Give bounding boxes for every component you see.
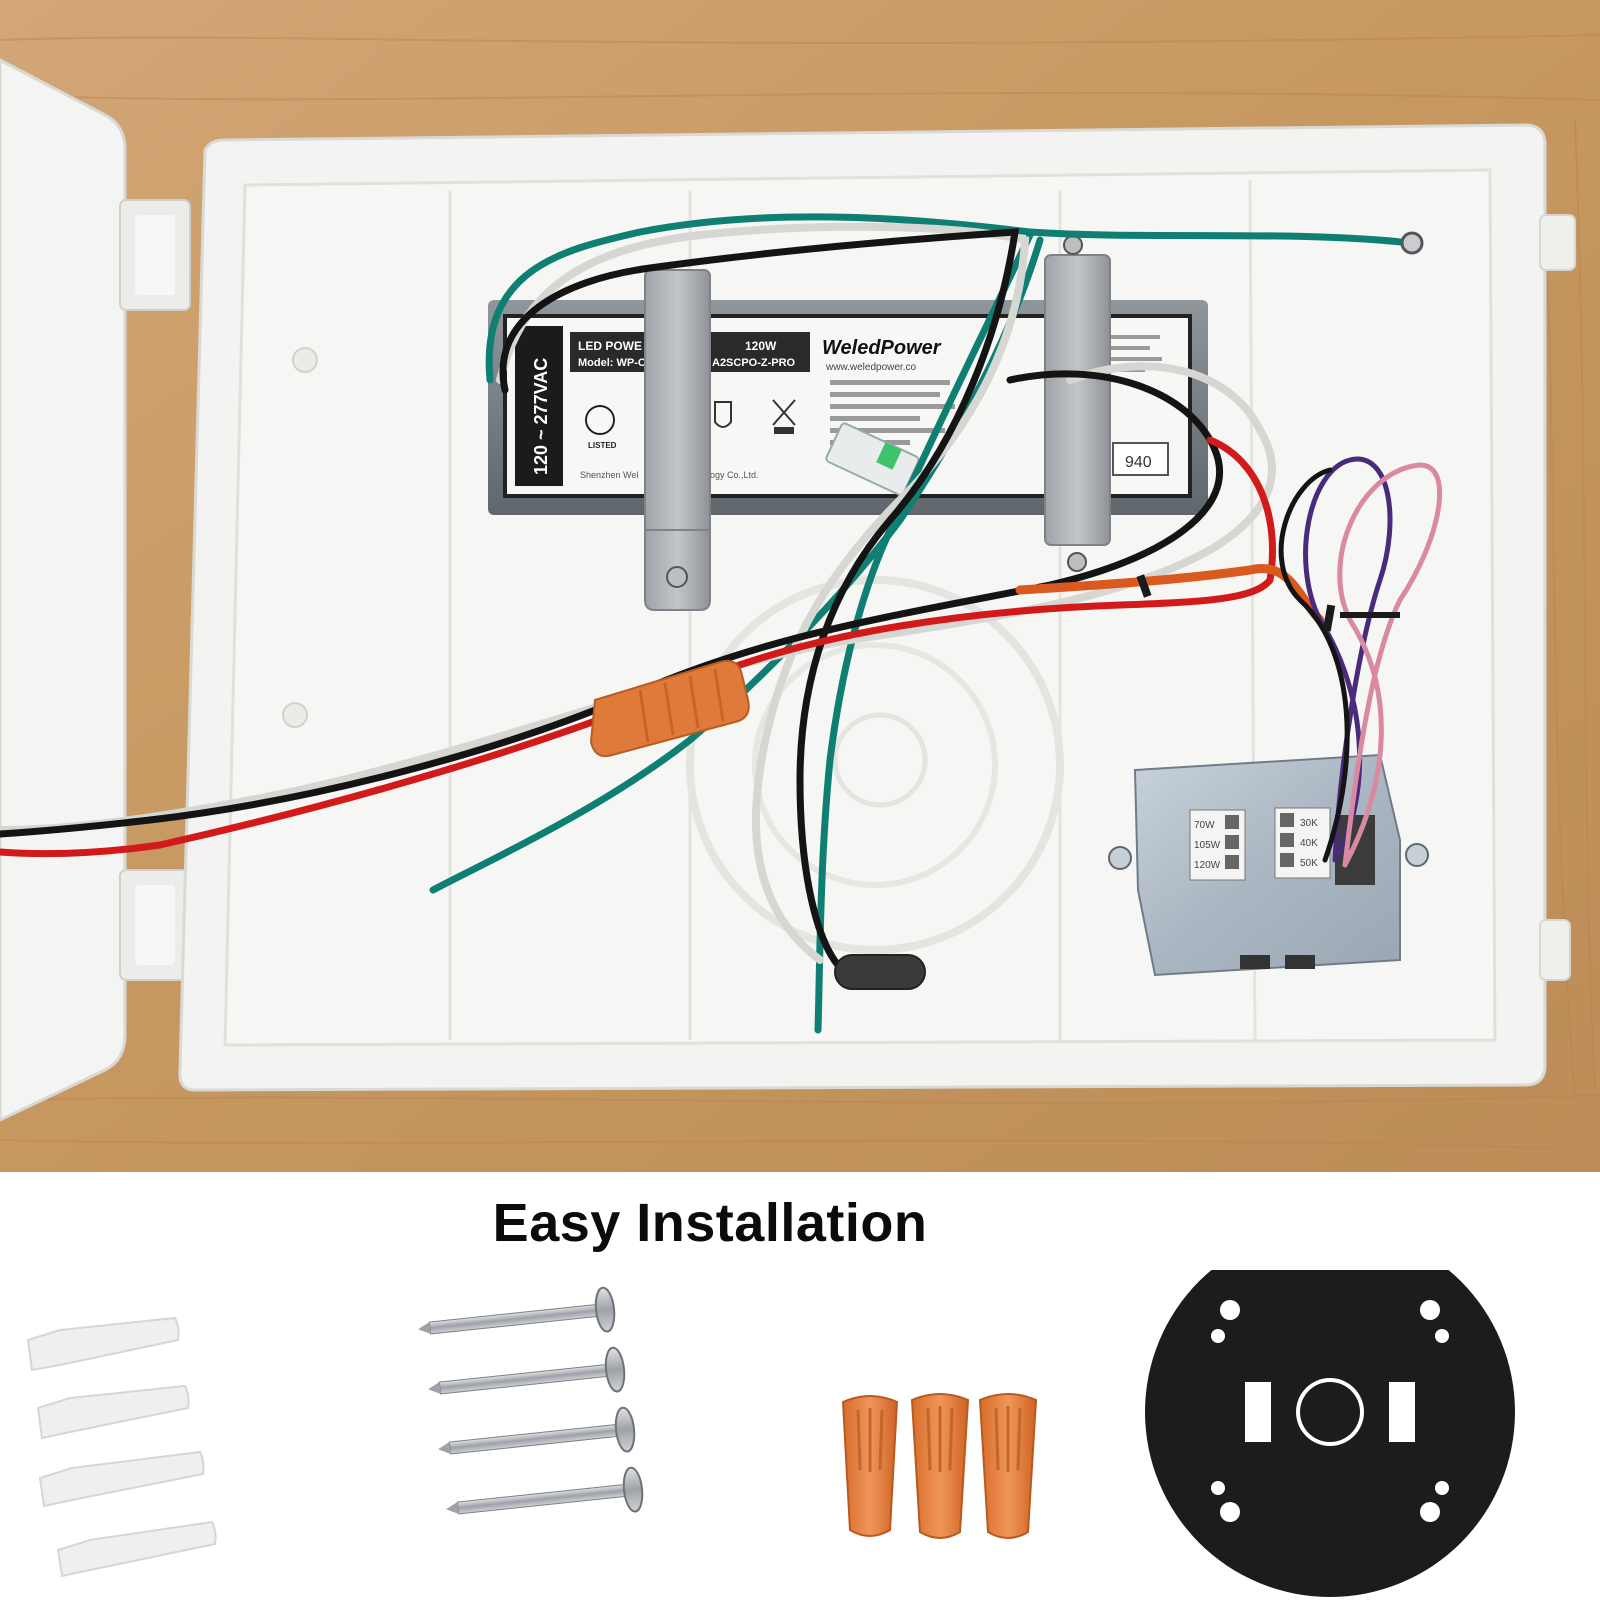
driver-title: LED POWE xyxy=(578,339,642,353)
wood-grain xyxy=(0,34,1600,1151)
section-heading: Easy Installation xyxy=(492,1193,928,1253)
driver-title-tail: 120W xyxy=(745,339,777,353)
cct-setting-50k: 50K xyxy=(1300,858,1318,869)
wire-nut xyxy=(910,1393,970,1539)
driver-model-tail: A2SCPO-Z-PRO xyxy=(712,357,796,369)
ground-ring-terminal xyxy=(1400,231,1424,255)
cct-setting-40k: 40K xyxy=(1300,838,1318,849)
screw xyxy=(428,1346,626,1395)
mounting-gasket xyxy=(1145,1270,1515,1597)
mounting-bracket-right xyxy=(1044,235,1111,572)
driver-voltage: 120 ~ 277VAC xyxy=(531,358,551,475)
driver-website: www.weledpower.co xyxy=(825,362,916,373)
wire-nut xyxy=(978,1393,1038,1539)
screw xyxy=(446,1466,644,1515)
mounting-bracket-left xyxy=(644,269,711,611)
wall-anchor xyxy=(26,1316,180,1372)
wall-anchor xyxy=(38,1450,205,1508)
screws xyxy=(418,1286,644,1515)
driver-code: 940 xyxy=(1125,454,1152,471)
accessories-row xyxy=(26,1270,1515,1597)
cct-setting-30k: 30K xyxy=(1300,818,1318,829)
driver-manufacturer-tail: nology Co.,Ltd. xyxy=(698,470,759,480)
wall-anchor xyxy=(36,1384,190,1440)
driver-manufacturer: Shenzhen Wel xyxy=(580,470,638,480)
wall-anchors xyxy=(26,1316,217,1578)
selector-switch-box: 70W 105W 120W 30K 40K 50K xyxy=(1108,753,1429,977)
wire-nut-installed xyxy=(589,659,750,758)
product-photo: 120 ~ 277VAC LED POWE 120W Model: WP-C A… xyxy=(0,0,1600,1172)
zip-ties xyxy=(1136,574,1400,632)
screw xyxy=(418,1286,616,1335)
wall-anchor xyxy=(56,1520,217,1578)
wire-nuts xyxy=(841,1393,1038,1539)
wire-nut xyxy=(841,1395,899,1537)
driver-brand: WeledPower xyxy=(822,337,942,359)
wires xyxy=(0,213,1443,1034)
screw xyxy=(438,1406,636,1455)
power-setting-105w: 105W xyxy=(1194,840,1221,851)
cable-grommet xyxy=(834,954,926,990)
driver-model: Model: WP-C xyxy=(578,357,646,369)
ul-listed-mark: LISTED xyxy=(588,441,617,450)
power-setting-70w: 70W xyxy=(1194,820,1215,831)
power-setting-120w: 120W xyxy=(1194,860,1221,871)
